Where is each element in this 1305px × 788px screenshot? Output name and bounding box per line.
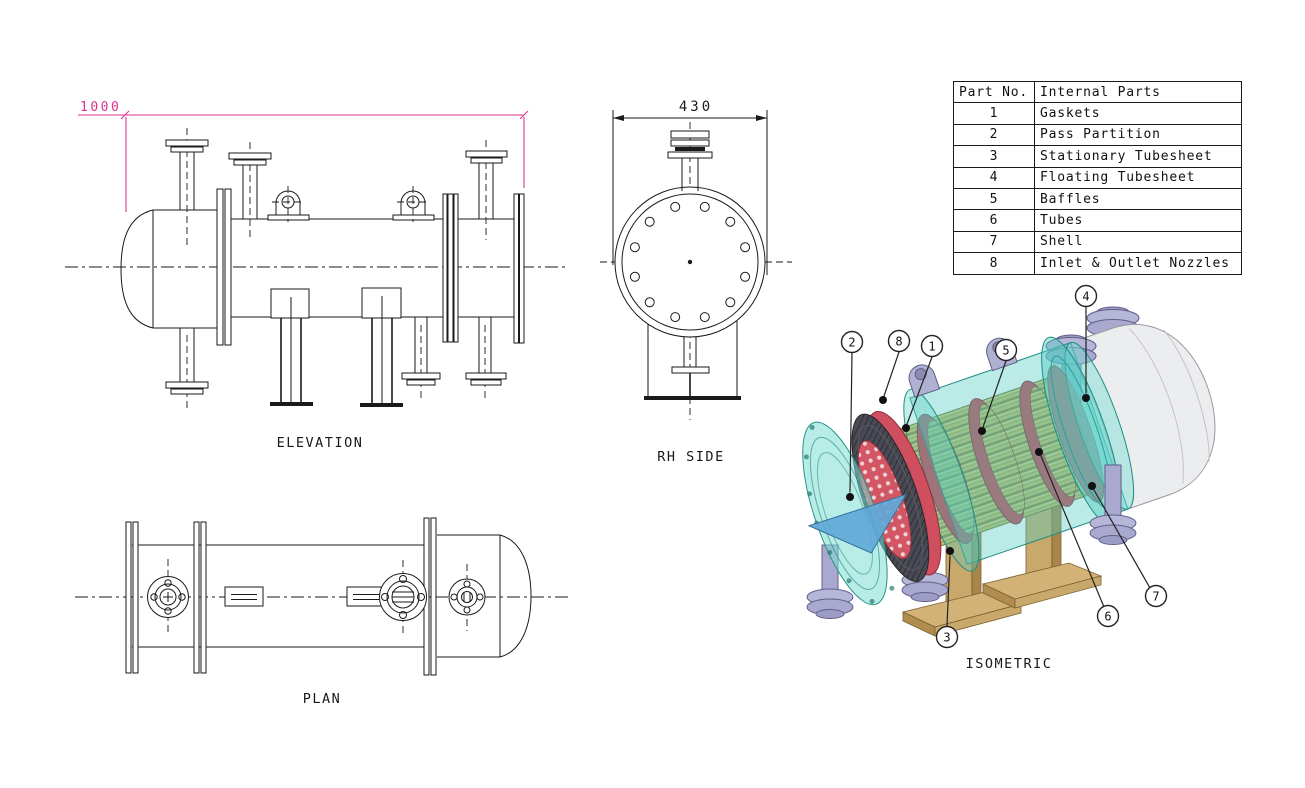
isometric-label: ISOMETRIC: [966, 656, 1053, 672]
elevation-head: [120, 209, 218, 329]
plan-lug-1: [224, 586, 264, 607]
part-name-cell: Gaskets: [1034, 102, 1242, 125]
callout-7: 7: [1088, 482, 1168, 608]
table-row: 7 Shell: [953, 230, 1242, 254]
part-no-cell: 4: [953, 166, 1035, 189]
table-row: 2 Pass Partition: [953, 123, 1242, 147]
plan-shell-body: [132, 534, 532, 658]
part-no-cell: 7: [953, 230, 1035, 254]
rh-flange-circle: [614, 186, 766, 338]
elevation-bottom-nozzle-mid: [401, 317, 441, 398]
elevation-top-nozzle-shell-left: [228, 142, 272, 240]
rh-top-nozzle: [667, 130, 713, 191]
elevation-view: 1000: [65, 100, 566, 451]
elevation-top-nozzle-shell-right: [465, 140, 508, 240]
svg-text:2: 2: [848, 336, 855, 350]
callout-3: 3: [935, 547, 959, 649]
plan-lug-2: [346, 586, 383, 607]
elevation-bottom-nozzle-channel: [165, 328, 209, 412]
part-no-cell: 1: [953, 102, 1035, 125]
isometric-view: 2 8 1 5: [802, 284, 1216, 672]
elevation-dimension-1000: 1000: [78, 100, 529, 212]
elevation-top-nozzle-channel: [165, 128, 209, 245]
plan-flange-pair-2: [193, 521, 207, 674]
part-name-cell: Floating Tubesheet: [1034, 166, 1242, 189]
rh-bolt-holes: [629, 201, 751, 323]
rh-side-view: 430: [600, 99, 792, 465]
elevation-saddle-1: [270, 288, 313, 406]
rh-saddle: [644, 321, 741, 400]
parts-table-header-name: Internal Parts: [1034, 80, 1242, 104]
callout-2: 2: [840, 330, 864, 501]
elevation-floating-head-flange: [442, 193, 459, 343]
iso-vessel-assembly: [802, 336, 1135, 606]
plan-nozzle-flange-1: [147, 559, 189, 636]
part-name-cell: Baffles: [1034, 187, 1242, 211]
part-no-cell: 8: [953, 252, 1035, 275]
plan-nozzle-flange-2: [379, 560, 427, 636]
callout-8: 8: [879, 329, 911, 404]
iso-nozzle-bottom-right: [1089, 464, 1137, 545]
table-row: 5 Baffles: [953, 187, 1242, 211]
part-name-cell: Shell: [1034, 230, 1242, 254]
svg-text:5: 5: [1002, 344, 1009, 358]
parts-table: Part No. Internal Parts 1 Gaskets 2 Pass…: [953, 80, 1242, 275]
elevation-bottom-nozzle-right: [465, 317, 507, 400]
callout-5: 5: [978, 338, 1018, 435]
elevation-lifting-lug-1: [267, 186, 310, 222]
iso-callouts: 2 8 1 5: [840, 284, 1168, 649]
iso-gasket: [851, 413, 930, 582]
table-row: 4 Floating Tubesheet: [953, 166, 1242, 189]
callout-6: 6: [1035, 448, 1120, 628]
rh-side-dimension-430: 430: [612, 99, 768, 275]
plan-view: PLAN: [75, 517, 568, 707]
plan-nozzle-flange-3: [448, 564, 486, 631]
svg-text:3: 3: [943, 631, 950, 645]
part-no-cell: 6: [953, 209, 1035, 232]
part-name-cell: Stationary Tubesheet: [1034, 145, 1242, 168]
svg-text:7: 7: [1152, 590, 1159, 604]
rh-side-label: RH SIDE: [657, 449, 724, 465]
svg-text:6: 6: [1104, 610, 1111, 624]
elevation-lifting-lug-2: [392, 186, 435, 222]
dimension-text-430: 430: [679, 99, 713, 115]
svg-text:1: 1: [928, 340, 935, 354]
table-row: 6 Tubes: [953, 209, 1242, 232]
table-row: 3 Stationary Tubesheet: [953, 145, 1242, 168]
parts-table-header-row: Part No. Internal Parts: [953, 80, 1242, 104]
callout-4: 4: [1074, 284, 1098, 402]
part-name-cell: Pass Partition: [1034, 123, 1242, 147]
rh-bottom-nozzle: [671, 330, 710, 398]
plan-flange-pair-1: [125, 521, 139, 674]
svg-text:4: 4: [1082, 290, 1089, 304]
plan-label: PLAN: [303, 691, 342, 707]
part-no-cell: 2: [953, 123, 1035, 147]
parts-table-header-no: Part No.: [953, 80, 1035, 104]
part-name-cell: Tubes: [1034, 209, 1242, 232]
elevation-saddle-2: [360, 287, 403, 407]
part-no-cell: 5: [953, 187, 1035, 211]
part-no-cell: 3: [953, 145, 1035, 168]
elevation-channel-flange: [216, 188, 232, 346]
iso-channel-cover: [802, 421, 908, 606]
elevation-label: ELEVATION: [277, 435, 364, 451]
part-name-cell: Inlet & Outlet Nozzles: [1034, 252, 1242, 275]
dimension-text-1000: 1000: [80, 100, 121, 115]
svg-text:8: 8: [895, 335, 902, 349]
iso-floating-tubesheet: [1047, 365, 1105, 503]
table-row: 8 Inlet & Outlet Nozzles: [953, 252, 1242, 275]
iso-pass-partition: [807, 493, 908, 554]
elevation-rear-flange: [513, 193, 525, 344]
callout-1: 1: [902, 334, 944, 432]
table-row: 1 Gaskets: [953, 102, 1242, 125]
